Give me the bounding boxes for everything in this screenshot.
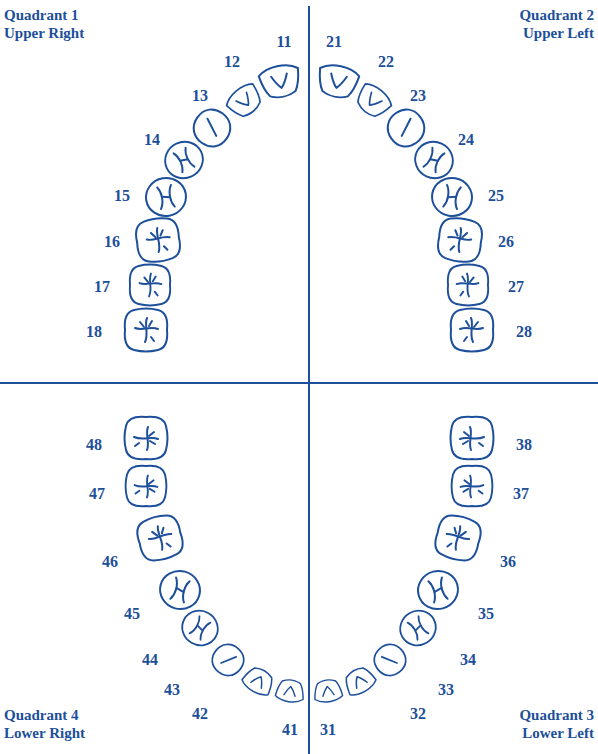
tooth (352, 80, 395, 122)
tooth-number: 15 (114, 188, 130, 204)
tooth (125, 309, 167, 352)
tooth-number: 36 (500, 554, 516, 570)
tooth (452, 466, 493, 506)
tooth-number: 25 (488, 188, 504, 204)
tooth-number: 44 (142, 652, 158, 668)
tooth-number: 23 (410, 88, 426, 104)
tooth-number: 35 (478, 606, 494, 622)
tooth (156, 566, 204, 613)
tooth-number: 48 (86, 437, 102, 453)
tooth (451, 309, 493, 352)
tooth-number: 47 (89, 486, 105, 502)
tooth (134, 512, 186, 565)
tooth-number: 14 (144, 132, 160, 148)
tooth-number: 43 (164, 682, 180, 698)
tooth (429, 175, 475, 219)
tooth-number: 13 (192, 88, 208, 104)
tooth-number: 38 (516, 437, 532, 453)
midline (308, 6, 310, 754)
tooth (368, 638, 411, 681)
tooth-number: 28 (516, 324, 532, 340)
tooth-number: 33 (438, 682, 454, 698)
tooth (315, 62, 361, 101)
tooth (176, 604, 224, 652)
tooth-number: 31 (320, 722, 336, 738)
tooth-number: 18 (86, 324, 102, 340)
tooth (414, 566, 462, 613)
tooth-number: 41 (282, 722, 298, 738)
tooth (223, 80, 266, 122)
tooth-number: 11 (276, 34, 291, 50)
tooth-number: 45 (124, 606, 140, 622)
tooth (130, 265, 170, 306)
tooth-number: 34 (460, 652, 476, 668)
tooth-number: 46 (102, 554, 118, 570)
tooth-number: 17 (94, 279, 110, 295)
occlusal-line (0, 382, 598, 384)
tooth-number: 42 (192, 706, 208, 722)
quadrant-label: Quadrant 1 Upper Right (4, 6, 104, 42)
tooth (126, 466, 167, 506)
tooth (125, 417, 168, 459)
tooth (451, 417, 494, 459)
quadrant-label: Quadrant 3 Lower Left (494, 706, 594, 742)
tooth-number: 12 (224, 54, 240, 70)
quadrant-label: Quadrant 4 Lower Right (4, 706, 104, 742)
tooth-number: 24 (458, 132, 474, 148)
tooth (134, 216, 182, 264)
tooth (436, 216, 484, 264)
tooth (312, 678, 343, 703)
tooth (258, 62, 304, 101)
tooth (432, 512, 484, 565)
tooth (394, 604, 442, 652)
tooth (240, 663, 278, 698)
tooth (341, 663, 379, 698)
tooth (448, 265, 488, 306)
tooth-number: 16 (104, 234, 120, 250)
tooth (275, 678, 306, 703)
tooth-number: 27 (508, 279, 524, 295)
tooth-number: 26 (498, 234, 514, 250)
tooth-number: 32 (410, 706, 426, 722)
tooth-number: 22 (378, 54, 394, 70)
tooth-number: 21 (326, 34, 342, 50)
tooth (206, 638, 249, 681)
tooth-number: 37 (513, 486, 529, 502)
quadrant-label: Quadrant 2 Upper Left (494, 6, 594, 42)
tooth (143, 175, 189, 219)
